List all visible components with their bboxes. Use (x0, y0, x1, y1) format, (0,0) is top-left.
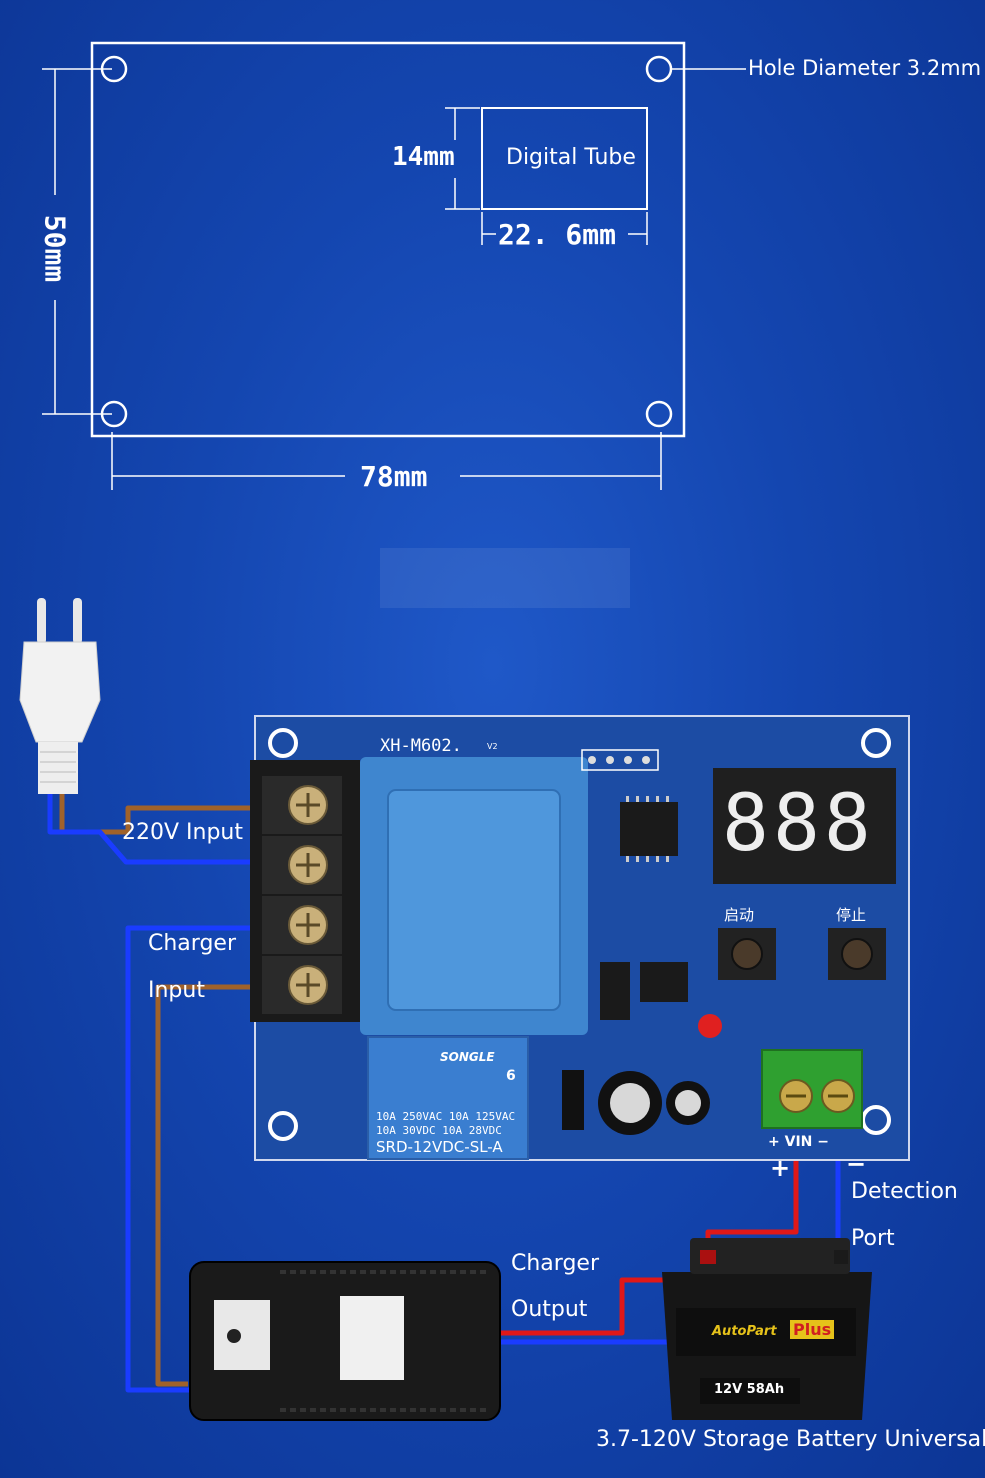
charger-spec-label (340, 1296, 404, 1380)
mount-hole-tr (645, 55, 673, 83)
tube-height-dim: 14mm (392, 142, 455, 172)
display-digits: 888 (722, 779, 875, 869)
pcb-hole-tl (268, 728, 298, 758)
positive-sign: + (770, 1154, 791, 1182)
charger-indicator (227, 1329, 241, 1343)
power-plug-icon (19, 598, 101, 794)
stop-button-cap[interactable] (841, 938, 873, 970)
plug-live-wire (59, 790, 290, 835)
digital-tube-label: Digital Tube (506, 145, 636, 170)
battery-brand-right: Plus (790, 1320, 835, 1339)
charger-input-wire-brown (155, 984, 290, 1387)
pcb-board (250, 715, 910, 1161)
capacitor-small-top (675, 1090, 701, 1116)
charger-input-label-2: Input (148, 978, 205, 1003)
detection-port-label-2: Port (851, 1226, 895, 1251)
capacitor-large-top (610, 1083, 650, 1123)
charger-unit (189, 1261, 501, 1421)
pcb-hole-tr (861, 728, 891, 758)
charger-input-wire-blue (125, 925, 290, 1393)
relay-rating-1: 10A 250VAC 10A 125VAC (376, 1110, 516, 1123)
start-button-cap[interactable] (731, 938, 763, 970)
negative-sign: − (846, 1150, 867, 1178)
pin-header (581, 749, 659, 771)
relay-model: SRD-12VDC-SL-A (376, 1138, 503, 1156)
transistor-left (600, 962, 630, 1020)
relay-num: 6 (506, 1068, 516, 1084)
vin-terminal-block[interactable] (761, 1049, 863, 1129)
board-model: XH-M602. (380, 736, 462, 756)
battery-spec: 12V 58Ah (714, 1382, 785, 1397)
screw-terminal-block (250, 760, 360, 1022)
relay (367, 1036, 529, 1160)
battery-brand-left: AutoPart (712, 1324, 777, 1339)
battery-caption: 3.7-120V Storage Battery Universal (596, 1427, 985, 1452)
pcb-hole-bl (268, 1111, 298, 1141)
glow-band (380, 548, 630, 608)
regulator (640, 962, 688, 1002)
board-outline (90, 41, 686, 438)
relay-rating-2: 10A 30VDC 10A 28VDC (376, 1124, 502, 1137)
diode-d1 (562, 1070, 584, 1130)
dimension-drawing (42, 41, 746, 490)
start-label: 启动 (724, 906, 755, 924)
ac-input-label: 220V Input (122, 820, 243, 845)
microcontroller-chip (620, 796, 678, 862)
charger-output-label-2: Output (511, 1297, 588, 1322)
seven-segment-display (713, 768, 896, 884)
mount-hole-br (645, 400, 673, 428)
charger-output-label-1: Charger (511, 1251, 599, 1276)
plug-neutral-wire (47, 790, 290, 865)
charger-switch-label (214, 1300, 270, 1370)
vin-label: + VIN − (768, 1134, 829, 1150)
stop-label: 停止 (836, 906, 867, 924)
board-version: V2 (487, 742, 498, 751)
digital-tube-outline (481, 107, 648, 210)
transformer (360, 757, 588, 1035)
hole-diameter-label: Hole Diameter 3.2mm (748, 56, 982, 80)
board-width-dim: 78mm (360, 460, 428, 493)
led-d2 (698, 1014, 722, 1038)
board-height-dim: 50mm (38, 214, 72, 283)
relay-brand: SONGLE (440, 1050, 495, 1064)
charger-input-label-1: Charger (148, 931, 236, 956)
tube-width-dim: 22. 6mm (498, 218, 617, 251)
detection-port-label-1: Detection (851, 1179, 958, 1204)
